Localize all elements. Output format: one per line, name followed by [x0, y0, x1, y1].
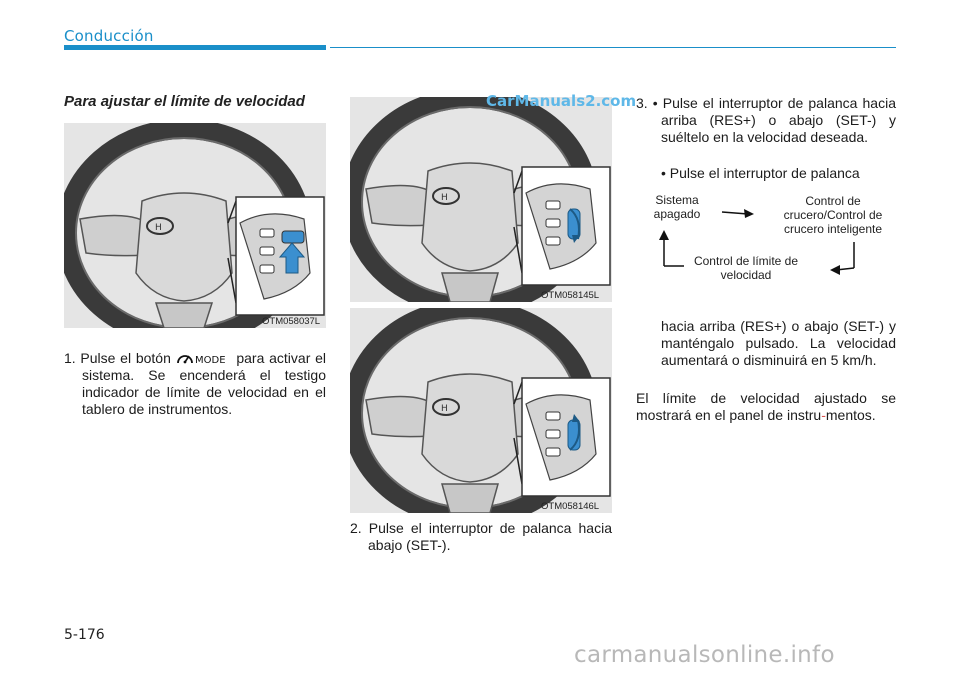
- step-1: 1. Pulse el botón MODE para activar el s…: [64, 350, 326, 418]
- speedometer-mode-icon: MODE: [176, 355, 226, 366]
- figure-caption: OTM058145L: [541, 290, 600, 301]
- final-text: El límite de velocidad ajustado se mostr…: [636, 390, 896, 423]
- svg-text:H: H: [441, 404, 448, 414]
- step-1-rest: el sistema. Se encenderá el testigo indi…: [82, 350, 327, 417]
- steering-wheel-illustration: H: [64, 123, 325, 328]
- figure-caption: OTM058146L: [541, 501, 600, 512]
- step-1-suffix: para activar: [236, 350, 311, 366]
- figure-steering-wheel-mode: H: [64, 123, 326, 328]
- svg-text:H: H: [441, 193, 448, 203]
- svg-text:H: H: [155, 223, 162, 233]
- mode-button-label: MODE: [195, 355, 226, 365]
- step-1-prefix: 1. Pulse el botón: [64, 350, 171, 366]
- watermark-top: CarManuals2.com: [486, 92, 637, 110]
- figure-caption: OTM058037L: [262, 316, 321, 327]
- step-3-continued: hacia arriba (RES+) o abajo (SET-) y man…: [661, 318, 896, 368]
- figure-steering-wheel-set-1: H: [350, 97, 612, 302]
- header-rule-thin: [330, 47, 896, 48]
- step-2: 2. Pulse el interruptor de palanca hacia…: [350, 520, 612, 554]
- step-2-text: 2. Pulse el interruptor de palanca hacia…: [350, 520, 612, 553]
- figure-steering-wheel-set-2: H: [350, 308, 612, 513]
- final-paragraph: El límite de velocidad ajustado se mostr…: [636, 390, 896, 424]
- watermark-bottom: carmanualsonline.info: [574, 642, 835, 668]
- header-rule-thick: [64, 45, 326, 50]
- page-number: 5-176: [64, 627, 105, 643]
- diagram-arrows: [659, 209, 855, 275]
- final-suffix: mentos.: [825, 407, 876, 423]
- arrow-left-icon: [830, 265, 840, 275]
- arrow-right-icon: [744, 209, 754, 218]
- step-3-text: 3. • Pulse el interruptor de palanca hac…: [636, 95, 896, 145]
- step-3-bullet-2: • Pulse el interruptor de palanca: [661, 165, 860, 181]
- steering-wheel-illustration: H: [350, 97, 611, 302]
- section-title: Conducción: [64, 27, 154, 45]
- final-hyphen: -: [821, 407, 826, 423]
- diagram-system-off: Sistema apagado: [653, 193, 701, 221]
- subheading: Para ajustar el límite de velocidad: [64, 93, 305, 110]
- diagram-speed-limit: Control de límite de velocidad: [693, 254, 799, 282]
- arrow-up-icon: [659, 230, 669, 240]
- steering-wheel-illustration: H: [350, 308, 611, 513]
- step-3-bullet-1: 3. • Pulse el interruptor de palanca hac…: [636, 95, 896, 146]
- diagram-cruise-control: Control de crucero/Control de crucero in…: [783, 194, 883, 236]
